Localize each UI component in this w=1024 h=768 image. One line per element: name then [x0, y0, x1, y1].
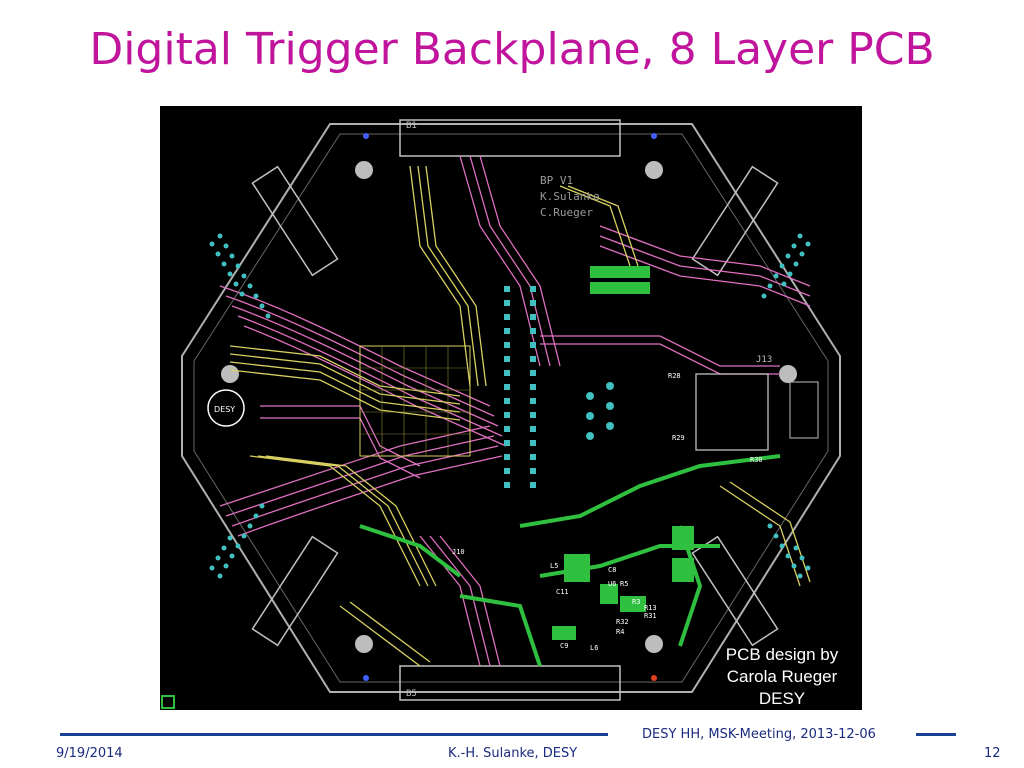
svg-text:R4: R4: [616, 628, 624, 636]
svg-text:R5: R5: [620, 580, 628, 588]
svg-text:U6: U6: [608, 580, 616, 588]
side-connectors: [251, 165, 779, 647]
mount-hole: [645, 161, 663, 179]
board-inner-outline: [193, 133, 829, 683]
fiducial: [651, 133, 657, 139]
footer-date: 9/19/2014: [56, 746, 123, 761]
fiducial: [651, 675, 657, 681]
mount-hole: [355, 635, 373, 653]
top-connector-outline: [399, 119, 621, 157]
footer-page-number: 12: [984, 746, 1001, 761]
svg-text:R3: R3: [632, 598, 640, 606]
corner-marker: [161, 695, 175, 709]
pcb-drawing: B1 B5: [161, 119, 841, 709]
mount-hole: [779, 365, 797, 383]
desy-logo-text: DESY: [214, 405, 235, 414]
designer-2-label: C.Rueger: [540, 206, 593, 219]
left-pad-array: [209, 233, 271, 579]
svg-text:C11: C11: [556, 588, 569, 596]
slide-title: Digital Trigger Backplane, 8 Layer PCB: [89, 24, 935, 75]
connector-top-label: B1: [406, 121, 417, 131]
footer-author: K.-H. Sulanke, DESY: [448, 746, 578, 761]
svg-text:C9: C9: [560, 642, 568, 650]
svg-text:L6: L6: [590, 644, 598, 652]
footer-rule-left: [60, 733, 608, 736]
credit-line-2: Carola Rueger: [726, 667, 838, 686]
footer-meeting: DESY HH, MSK-Meeting, 2013-12-06: [642, 727, 876, 742]
svg-text:J10: J10: [452, 548, 465, 556]
mount-hole: [221, 365, 239, 383]
j13-label: J13: [756, 355, 772, 365]
center-pad-columns: [504, 286, 614, 488]
j13-header-outline: [789, 381, 819, 439]
svg-text:R13: R13: [644, 604, 657, 612]
designer-1-label: K.Sulanke: [540, 190, 600, 203]
desy-logo: [207, 389, 245, 427]
svg-text:R29: R29: [672, 434, 685, 442]
fpga-footprint: [359, 345, 471, 457]
svg-text:R30: R30: [750, 456, 763, 464]
svg-text:L5: L5: [550, 562, 558, 570]
credit-line-1: PCB design by: [725, 645, 839, 664]
pcb-layout-image: B1 B5: [160, 106, 862, 710]
connector-bottom-label: B5: [406, 689, 417, 699]
mount-hole: [645, 635, 663, 653]
svg-text:C8: C8: [608, 566, 616, 574]
right-pad-array: [761, 233, 811, 579]
fpga-grid: [360, 346, 470, 456]
yellow-traces: [229, 165, 811, 667]
svg-text:R31: R31: [644, 612, 657, 620]
board-version-label: BP V1: [540, 174, 573, 187]
pink-traces: [219, 155, 811, 667]
credit-line-3: DESY: [758, 689, 806, 708]
svg-text:R28: R28: [668, 372, 681, 380]
rj-connector-outline: [695, 373, 769, 451]
mount-hole: [355, 161, 373, 179]
green-pads: [552, 266, 694, 640]
part-labels: R28 R29 R30 C8 C9 C11 L5 L6 U6 R3 R4 R5 …: [452, 372, 763, 652]
fiducial: [363, 675, 369, 681]
board-outline: [181, 123, 841, 693]
design-credit: PCB design by Carola Rueger DESY: [700, 644, 864, 710]
svg-text:R32: R32: [616, 618, 629, 626]
bottom-connector-outline: [399, 665, 621, 701]
fiducial: [363, 133, 369, 139]
footer-rule-right: [916, 733, 956, 736]
